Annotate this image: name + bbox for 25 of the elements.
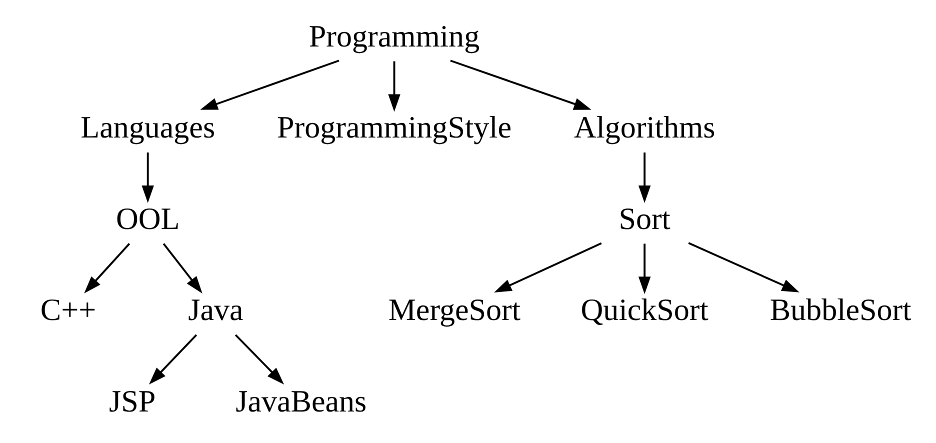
node-text: Algorithms [574, 110, 716, 145]
arrow [84, 243, 130, 294]
arrow [494, 242, 602, 293]
arrow [148, 334, 198, 385]
arrow [388, 61, 400, 112]
arrow [200, 60, 340, 110]
node-text: BubbleSort [770, 292, 912, 328]
arrow [162, 243, 202, 294]
arrow [142, 152, 154, 203]
node-text: Languages [80, 110, 216, 145]
node-text: MergeSort [388, 292, 520, 328]
node-text: JSP [109, 383, 156, 418]
arrow [688, 242, 800, 292]
node-text: Programming [308, 18, 480, 54]
node-text: OOL [116, 200, 180, 236]
node-text: QuickSort [580, 292, 708, 328]
arrow [638, 244, 651, 294]
arrow [234, 334, 284, 385]
arrow [450, 60, 592, 110]
node-text: ProgrammingStyle [277, 110, 512, 145]
node-text: Sort [618, 200, 670, 236]
arrow [638, 152, 651, 203]
node-text: C++ [40, 292, 96, 328]
node-text: Java [188, 292, 244, 328]
node-text: JavaBeans [236, 383, 367, 418]
